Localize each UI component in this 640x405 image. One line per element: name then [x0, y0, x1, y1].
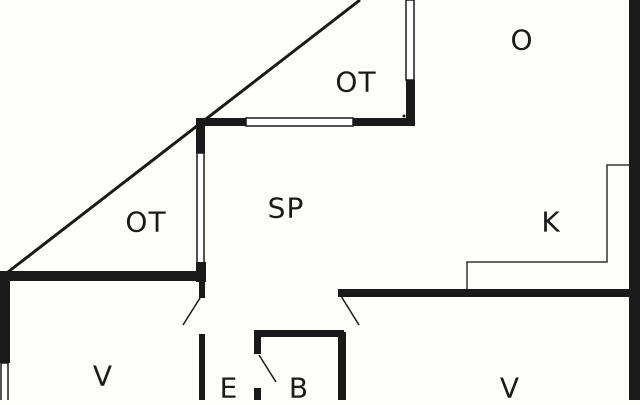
- room-label-v-right: V: [499, 371, 521, 405]
- wall-v-right-top: [338, 289, 630, 297]
- wall-right-outer: [629, 0, 640, 400]
- wall-ot-upper-right: [406, 80, 415, 126]
- wall-b-top: [254, 330, 344, 337]
- window-left-outer: [0, 362, 9, 400]
- room-label-sp: SP: [267, 191, 305, 225]
- wall-sp-top-left: [196, 118, 246, 126]
- room-label-e: E: [219, 371, 239, 405]
- room-label-ot-upper: OT: [335, 65, 377, 99]
- room-label-k: K: [541, 205, 561, 239]
- door-v-right: [340, 295, 360, 326]
- wall-sp-top-right: [353, 118, 415, 126]
- wall-b-left-bottom: [254, 388, 261, 400]
- wall-sp-left-top: [196, 118, 205, 153]
- door-b: [258, 354, 277, 383]
- room-label-ot-lower: OT: [125, 205, 167, 239]
- wall-v-left-right-top: [199, 280, 205, 298]
- room-label-o: O: [510, 23, 534, 57]
- corner-marker: [402, 114, 406, 118]
- room-label-v-left: V: [92, 359, 114, 393]
- window-sp-left: [196, 152, 205, 264]
- wall-v-left-right-bottom: [199, 334, 205, 400]
- wall-v-right-left: [338, 332, 346, 400]
- room-label-b: B: [288, 371, 310, 405]
- window-ot-upper-right: [405, 0, 415, 81]
- window-sp-top: [245, 117, 354, 127]
- wall-b-left-top: [254, 330, 261, 354]
- diagonal-boundary-line: [7, 0, 361, 274]
- wall-ot-lower-bottom: [0, 271, 206, 281]
- kitchen-counter: [466, 164, 629, 289]
- door-v-left: [182, 297, 201, 326]
- wall-left-outer: [0, 271, 10, 363]
